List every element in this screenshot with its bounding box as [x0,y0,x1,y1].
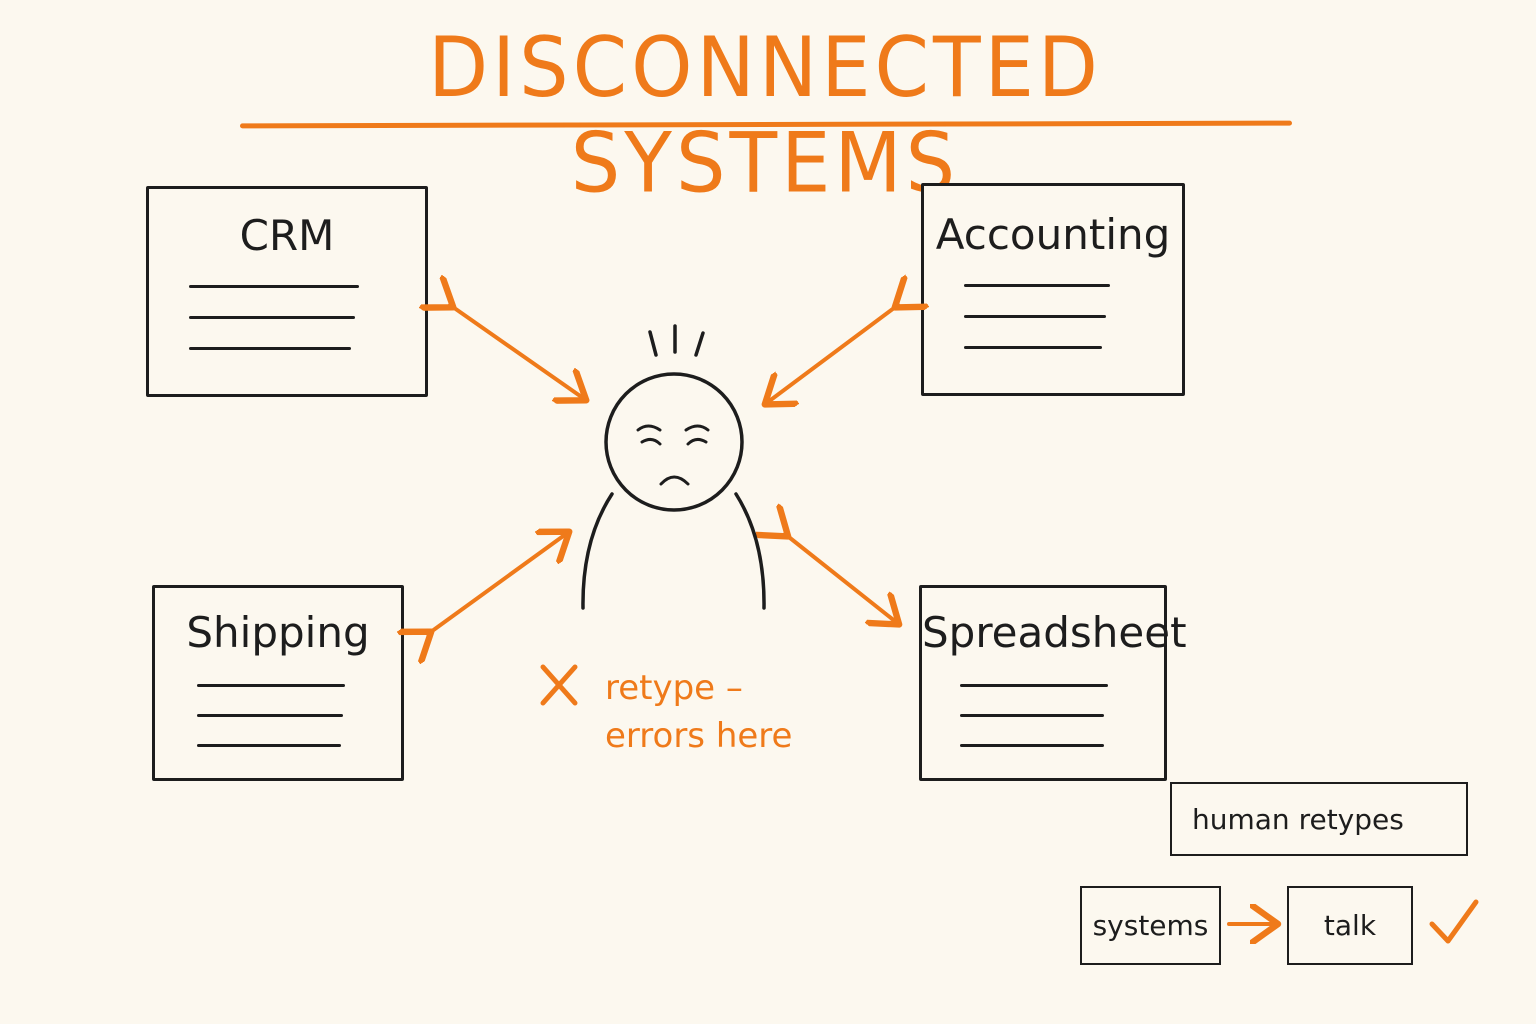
arrow-crm-person [450,305,583,398]
frown [659,475,690,486]
right-eye [684,424,710,446]
error-x-icon [540,664,578,706]
left-eye [636,424,662,446]
crm-line-3 [189,347,351,350]
spreadsheet-line-3 [960,744,1104,747]
shipping-line-2 [197,714,343,717]
note-line-1: retype – [605,668,743,708]
check-icon [1429,899,1479,944]
retype-note: retype – errors here [605,664,792,760]
talk-label: talk [1323,909,1377,942]
shipping-line-1 [197,684,345,687]
accounting-label: Accounting [935,210,1171,259]
crm-label: CRM [239,211,335,260]
spreadsheet-label: Spreadsheet [922,608,1187,657]
note-line-2: errors here [605,716,793,756]
person-body [581,492,766,610]
shipping-line-3 [197,744,341,747]
systems-box: systems [1080,886,1221,965]
shipping-box: Shipping [152,585,404,781]
systems-label: systems [1092,909,1209,942]
shipping-label: Shipping [186,608,370,657]
talk-box: talk [1287,886,1413,965]
arrow-shipping-person [428,534,566,634]
accounting-line-2 [964,315,1106,318]
person-head [604,372,744,512]
accounting-box: Accounting [921,183,1185,396]
accounting-line-1 [964,284,1110,287]
human-retypes-box: human retypes [1170,782,1468,856]
spreadsheet-line-1 [960,684,1108,687]
crm-box: CRM [146,186,428,397]
spreadsheet-line-2 [960,714,1104,717]
arrow-spreadsheet-person [785,534,896,622]
crm-line-2 [189,316,355,319]
spreadsheet-box: Spreadsheet [919,585,1187,781]
human-retypes-label: human retypes [1192,802,1404,836]
crm-line-1 [189,285,359,288]
diagram-title: DISCONNECTED SYSTEMS [428,20,1102,212]
stress-marks [648,324,705,357]
arrow-accounting-person [768,305,898,402]
accounting-line-3 [964,346,1102,349]
